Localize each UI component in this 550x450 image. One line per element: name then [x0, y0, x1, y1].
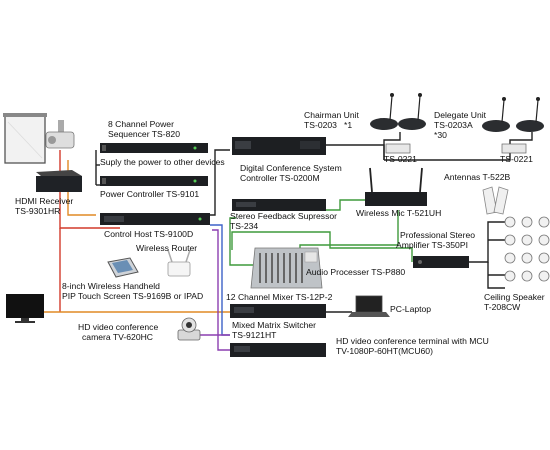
antennas-label: Antennas T-522B [444, 172, 511, 182]
chairman-label-1: Chairman Unit [304, 110, 359, 120]
chairman-label-3: *1 [344, 120, 353, 130]
hdmi-receiver-device [36, 170, 82, 192]
green-link-dcs-wireless [325, 199, 365, 211]
mcu-label-2: TV-1080P-60HT(MCU60) [336, 346, 433, 356]
projection-screen [3, 113, 47, 164]
audio-mixer-device [250, 247, 323, 289]
power-controller-device [100, 176, 208, 186]
supply-power-label: Suply the power to other devices [100, 157, 225, 167]
delegate-label-2: TS-0203A [434, 120, 473, 130]
tv-monitor-device [6, 294, 44, 323]
amp-label-1: Professional Stereo [400, 230, 475, 240]
wireless-mic-receiver-device [365, 167, 427, 206]
chairman-units [370, 93, 426, 130]
blue-link-host-matrix [210, 224, 230, 336]
feedback-suppressor-device [232, 199, 326, 211]
connection-lines [40, 132, 533, 351]
splitter-right-label: TS-0221 [500, 154, 533, 164]
touch-screen-device [107, 257, 139, 278]
camera-label-2: camera TV-620HC [82, 332, 154, 342]
mixer-label: 12 Channel Mixer TS-12P-2 [226, 292, 333, 302]
dcs-label-1: Digital Conference System [240, 163, 342, 173]
projector [45, 120, 75, 149]
chairman-label-2: TS-0203 [304, 120, 337, 130]
green-link-mixer-processor [231, 231, 413, 262]
wireless-router-label: Wireless Router [136, 243, 198, 253]
control-host-label: Control Host TS-9100D [104, 229, 194, 239]
hdmi-receiver-label-1: HDMI Receiver [15, 196, 74, 206]
touch-screen-label-1: 8-inch Wireless Handheld [62, 281, 160, 291]
ceiling-speaker-label-1: Ceiling Speaker [484, 292, 545, 302]
ptz-camera-device [177, 317, 201, 341]
touch-screen-label-2: PIP Touch Screen TS-9169B or IPAD [62, 291, 204, 301]
audio-processor-label: Audio Processer TS-P880 [306, 267, 406, 277]
purple-link-host-mcu [212, 229, 230, 351]
laptop-device [348, 295, 390, 317]
splitter-left-label: TS-0221 [384, 154, 417, 164]
matrix-switcher-device [230, 304, 326, 318]
power-sequencer-device [100, 143, 208, 153]
hdmi-receiver-label-2: TS-9301HR [15, 206, 61, 216]
green-link-feedback-mixer [229, 217, 255, 266]
black-link-amp-speakers [468, 221, 505, 263]
black-link-splitter-units [383, 132, 401, 160]
amp-label-2: Amplifier TS-350PI [396, 240, 468, 250]
delegate-units [482, 97, 544, 132]
laptop-label: PC-Laptop [390, 304, 432, 314]
matrix-label-2: TS-9121HT [232, 330, 277, 340]
mcu-label-1: HD video conference terminal with MCU [336, 336, 489, 346]
splitter-devices [385, 143, 527, 154]
power-controller-label: Power Controller TS-9101 [100, 189, 200, 199]
delegate-label-3: *30 [434, 130, 447, 140]
dcs-label-2: Controller TS-0200M [240, 173, 320, 183]
amplifier-device [413, 256, 469, 268]
ceiling-speaker-label-2: T-208CW [484, 302, 521, 312]
delegate-label-1: Delegate Unit [434, 110, 487, 120]
feedback-label-1: Stereo Feedback Supressor [230, 211, 338, 221]
power-sequencer-label-1: 8 Channel Power [108, 119, 174, 129]
dcs-controller-device [232, 137, 326, 155]
wireless-mic-label: Wireless Mic T-521UH [356, 208, 442, 218]
power-sequencer-label-2: Sequencer TS-820 [108, 129, 180, 139]
control-host-device [100, 213, 210, 225]
antenna-devices [482, 186, 509, 215]
matrix-label-1: Mixed Matrix Switcher [232, 320, 317, 330]
camera-label-1: HD video conference [78, 322, 159, 332]
wireless-router-device [167, 249, 191, 277]
ceiling-speakers [504, 216, 550, 282]
black-link-dcs-splitter [325, 144, 385, 160]
black-link-speakers-3 [487, 262, 505, 289]
mcu-terminal-device [230, 343, 326, 357]
feedback-label-2: TS-234 [230, 221, 259, 231]
